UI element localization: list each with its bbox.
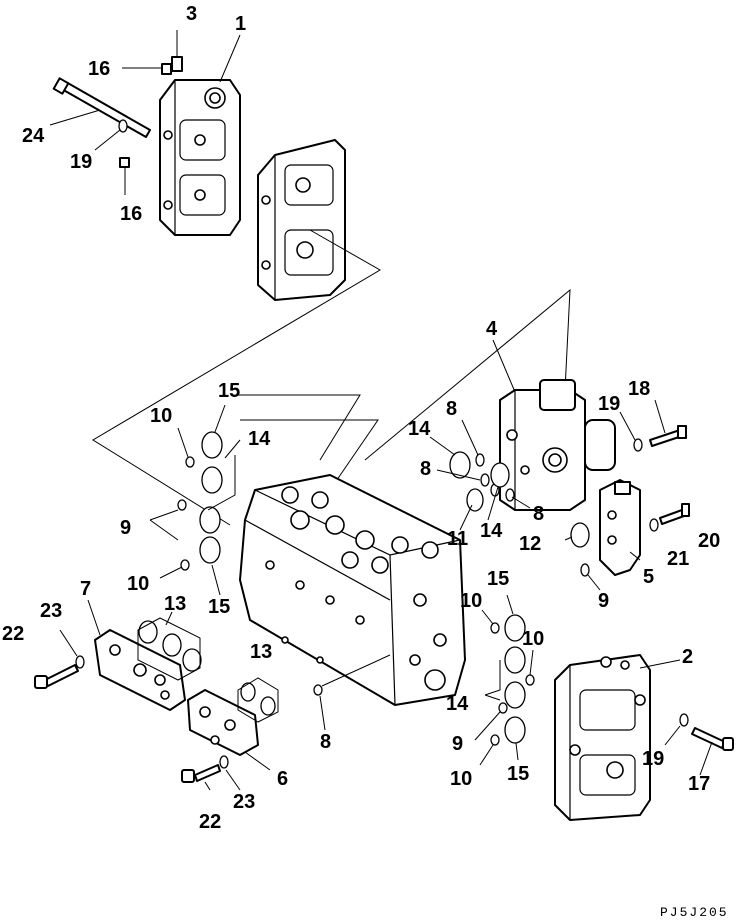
seal-rings-13-upper (137, 611, 202, 681)
washer-19-right-lower (664, 713, 689, 746)
callout-8: 8 (446, 398, 457, 420)
callout-10: 10 (450, 768, 472, 790)
washer-21 (649, 518, 659, 532)
washer-23-upper (59, 629, 85, 669)
callout-14: 14 (248, 428, 271, 450)
callout-16: 16 (120, 203, 142, 225)
bolt-22-lower (181, 764, 221, 791)
valve-block-4 (492, 339, 616, 511)
cover-6 (187, 689, 271, 771)
seal-rings-middle (429, 419, 531, 531)
seal-rings-right (474, 594, 535, 766)
callout-21: 21 (667, 548, 689, 570)
callout-23: 23 (233, 791, 255, 813)
callout-11: 11 (447, 528, 468, 550)
callout-6: 6 (277, 768, 288, 790)
seal-rings-left (149, 404, 241, 596)
callout-16: 16 (88, 58, 110, 80)
callout-19: 19 (598, 393, 620, 415)
callout-15: 15 (507, 763, 529, 785)
seal-rings-13-lower (237, 677, 279, 723)
callout-13: 13 (164, 593, 186, 615)
callout-20: 20 (698, 530, 720, 552)
callout-17: 17 (688, 773, 710, 795)
callout-24: 24 (22, 125, 45, 147)
callout-14: 14 (408, 418, 431, 440)
callout-14: 14 (480, 520, 503, 542)
callout-10: 10 (150, 405, 172, 427)
callout-10: 10 (522, 628, 544, 650)
washer-19-right-upper (619, 411, 643, 452)
callout-9: 9 (120, 517, 131, 539)
seal-rings-part4-bottom (564, 522, 601, 591)
callout-12: 12 (519, 533, 541, 555)
callout-10: 10 (460, 590, 482, 612)
callout-4: 4 (486, 318, 498, 340)
callout-22: 22 (199, 811, 221, 833)
seal-8-bottom (313, 654, 391, 731)
valve-section-1 (159, 79, 241, 236)
callout-15: 15 (208, 596, 230, 618)
callout-10: 10 (127, 573, 149, 595)
callout-3: 3 (186, 3, 197, 25)
cover-7 (87, 599, 186, 711)
callout-14: 14 (446, 693, 469, 715)
valve-section-2 (554, 654, 681, 821)
washer-23-lower (219, 755, 241, 791)
callout-22: 22 (2, 623, 24, 645)
bolt-17 (691, 727, 734, 776)
callout-13: 13 (250, 641, 272, 663)
plug-16-upper (122, 63, 172, 75)
washer-19-upper (94, 119, 128, 151)
callout-8: 8 (420, 458, 431, 480)
callout-19: 19 (70, 151, 92, 173)
plug-3 (171, 30, 183, 72)
callout-7: 7 (80, 578, 91, 600)
callout-labels: 3 1 16 24 19 16 4 18 19 15 10 14 8 14 8 … (2, 3, 720, 833)
callout-18: 18 (628, 378, 650, 400)
plug-16-lower (119, 157, 130, 195)
relief-valve-5 (599, 479, 641, 576)
callout-19: 19 (642, 748, 664, 770)
bolt-24 (49, 77, 151, 138)
callout-5: 5 (643, 566, 654, 588)
callout-8: 8 (533, 503, 544, 525)
callout-15: 15 (218, 380, 240, 402)
valve-section-1-back (257, 139, 346, 301)
bolt-18 (649, 399, 687, 447)
callout-9: 9 (452, 733, 463, 755)
callout-1: 1 (235, 13, 246, 35)
callout-8: 8 (320, 731, 331, 753)
bolt-22-upper (34, 664, 79, 689)
callout-9: 9 (598, 590, 609, 612)
callout-15: 15 (487, 568, 509, 590)
main-valve-body (239, 474, 466, 706)
bolt-20 (659, 503, 690, 525)
callout-23: 23 (40, 600, 62, 622)
drawing-code: PJ5J205 (660, 905, 729, 920)
callout-2: 2 (682, 646, 693, 668)
assembly-guide-lines (92, 229, 571, 526)
